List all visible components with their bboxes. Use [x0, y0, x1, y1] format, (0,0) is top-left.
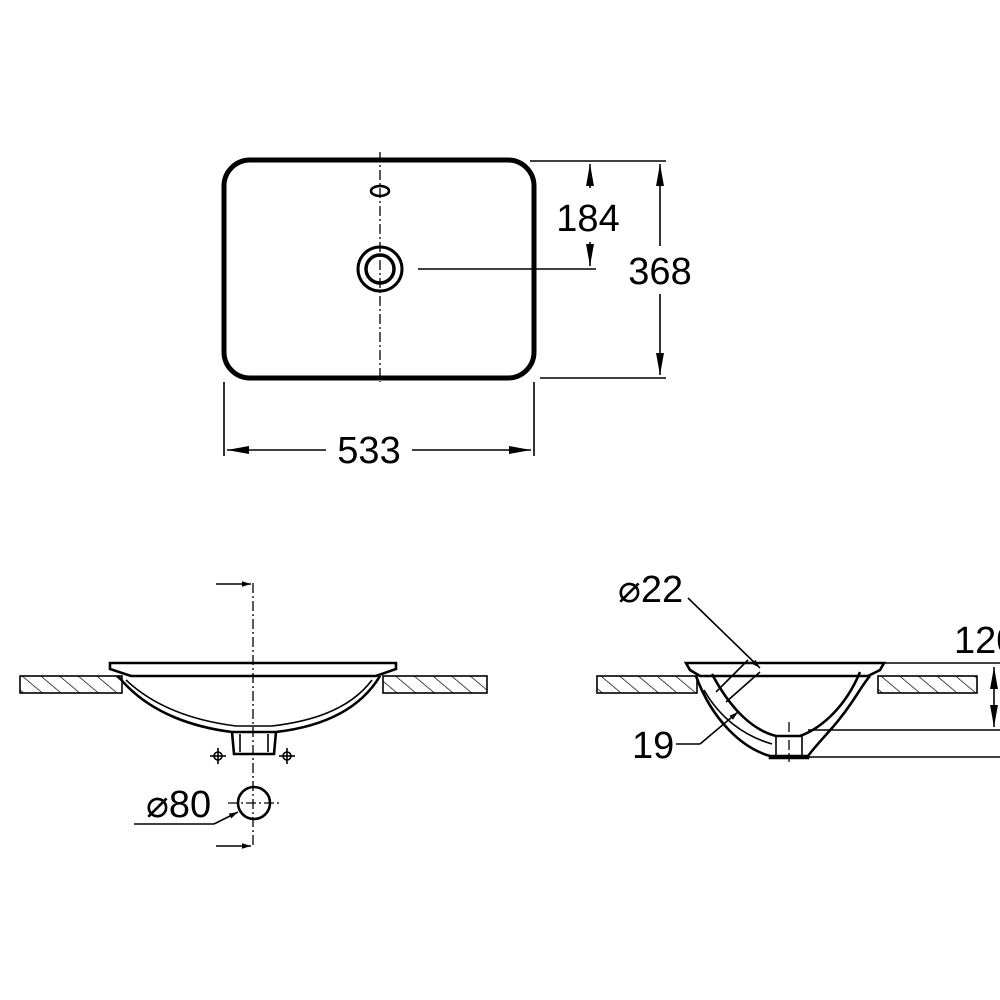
countertop-right-front [382, 675, 488, 694]
dim-80-pointer [213, 811, 239, 825]
dim-22-label: ⌀22 [618, 569, 683, 611]
basin-bowl-front [116, 675, 382, 734]
overflow-hole-top [369, 184, 391, 198]
top-view: 184 368 533 [221, 152, 692, 472]
countertop-left-front [19, 675, 123, 694]
basin-bowl-inner-front [125, 679, 373, 727]
dim-184-label: 184 [556, 198, 619, 240]
dim-80-label: ⌀80 [146, 784, 211, 826]
dim-368-label: 368 [628, 251, 691, 293]
dim-22-pointer [687, 597, 761, 669]
fixing-point-left [210, 748, 226, 764]
countertop-right-side [877, 675, 978, 694]
drain-inner-top [364, 253, 396, 285]
basin-bowl-side [694, 675, 871, 758]
countertop-left-side [596, 675, 698, 694]
front-section-view: ⌀80 [19, 581, 488, 849]
overflow-channel [703, 689, 773, 745]
fixing-point-right [279, 748, 295, 764]
dim-120-label: 120 [954, 620, 1000, 662]
drain-outer-top [356, 245, 404, 293]
side-section-view: ⌀22 19 120 [596, 569, 1000, 767]
dim-533-label: 533 [337, 430, 400, 472]
dim-19-label: 19 [632, 725, 674, 767]
drain-boss-front [230, 731, 278, 756]
overflow-hole-line2 [725, 671, 761, 703]
basin-bowl-inner-side [710, 671, 862, 738]
basin-rim-side [683, 661, 887, 678]
overflow-hole-line1 [715, 659, 749, 693]
dim-19-pointer [699, 711, 739, 745]
